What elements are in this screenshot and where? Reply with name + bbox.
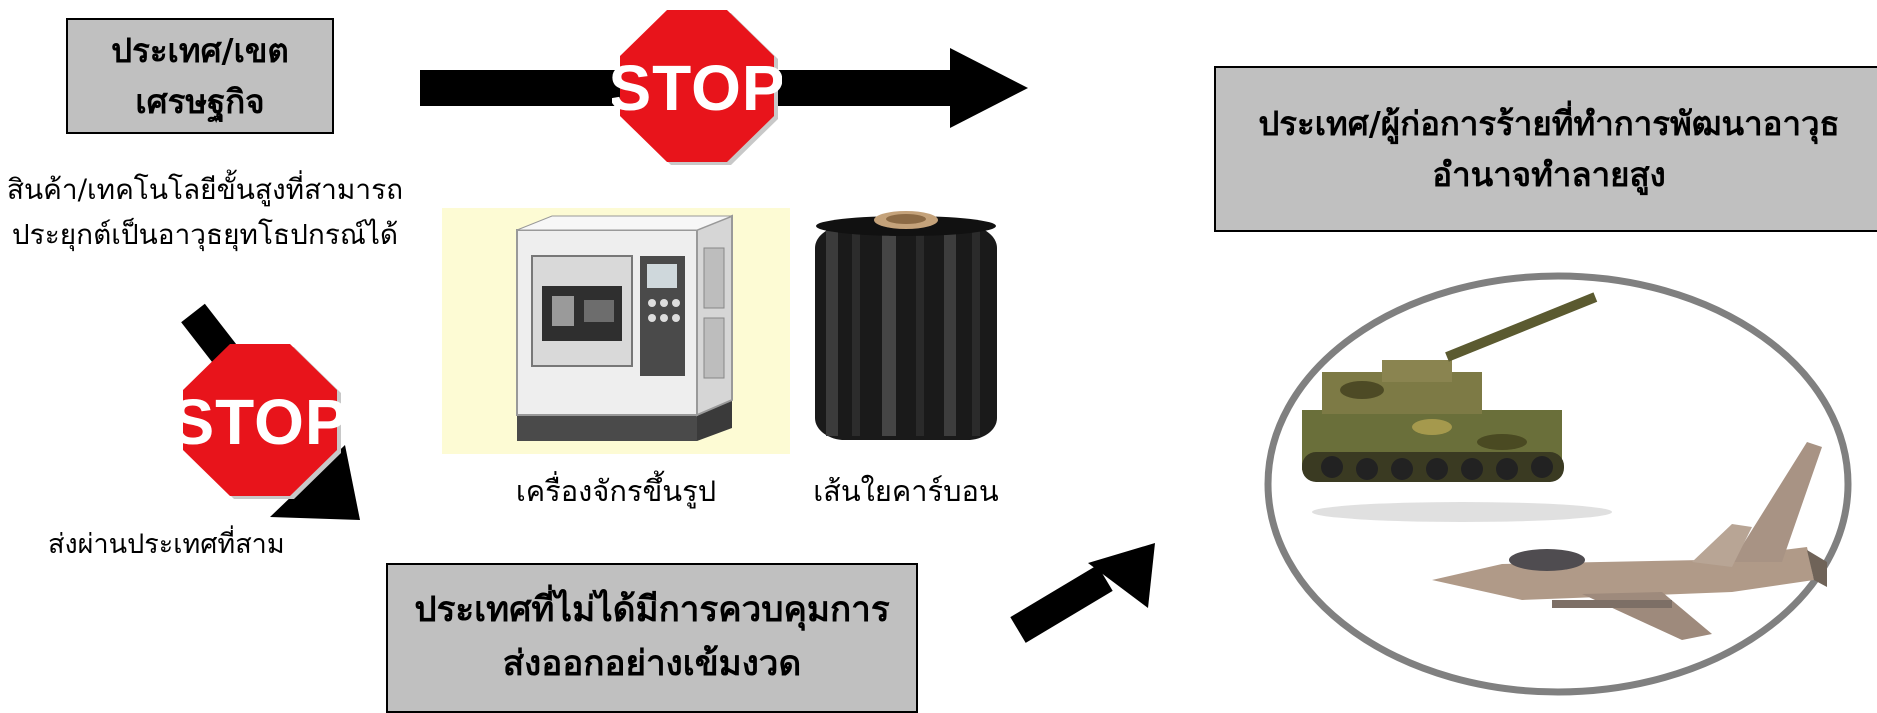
target-country-box: ประเทศ/ผู้ก่อการร้ายที่ทำการพัฒนาอาวุธ อ… xyxy=(1214,66,1877,232)
target-country-line1: ประเทศ/ผู้ก่อการร้ายที่ทำการพัฒนาอาวุธ xyxy=(1258,103,1840,143)
machine-tool-label: เครื่องจักรขึ้นรูป xyxy=(515,474,717,508)
uncontrolled-country-line2: ส่งออกอย่างเข้มงวด xyxy=(502,643,802,685)
dual-use-goods-line1: สินค้า/เทคโนโลยีขั้นสูงที่สามารถ xyxy=(6,173,404,206)
weapons-illustration xyxy=(1264,272,1852,696)
source-country-box: ประเทศ/เขต เศรษฐกิจ xyxy=(66,18,334,134)
tank-icon xyxy=(1302,292,1612,522)
transit-label: ส่งผ่านประเทศที่สาม xyxy=(48,529,285,560)
source-country-line2: เศรษฐกิจ xyxy=(135,82,265,121)
dual-use-goods-line2: ประยุกต์เป็นอาวุธยุทโธปกรณ์ได้ xyxy=(11,217,399,251)
dual-use-goods-text: สินค้า/เทคโนโลยีขั้นสูงที่สามารถ ประยุกต… xyxy=(0,168,410,258)
stop-sign-icon-transit: STOP xyxy=(175,344,345,499)
stop-sign-icon: STOP xyxy=(612,10,782,165)
diversion-arrow xyxy=(1010,543,1155,643)
stop-sign-text-transit: STOP xyxy=(175,386,345,458)
carbon-fiber-label: เส้นใยคาร์บอน xyxy=(813,474,999,508)
fighter-jet-icon xyxy=(1432,442,1827,640)
target-country-line2: อำนาจทำลายสูง xyxy=(1432,155,1666,194)
machine-tool-image xyxy=(442,208,790,454)
carbon-fiber-image xyxy=(815,211,997,440)
uncontrolled-country-box: ประเทศที่ไม่ได้มีการควบคุมการ ส่งออกอย่า… xyxy=(386,563,918,713)
uncontrolled-country-line1: ประเทศที่ไม่ได้มีการควบคุมการ xyxy=(414,589,890,630)
source-country-line1: ประเทศ/เขต xyxy=(111,30,289,70)
stop-sign-text: STOP xyxy=(612,52,782,124)
